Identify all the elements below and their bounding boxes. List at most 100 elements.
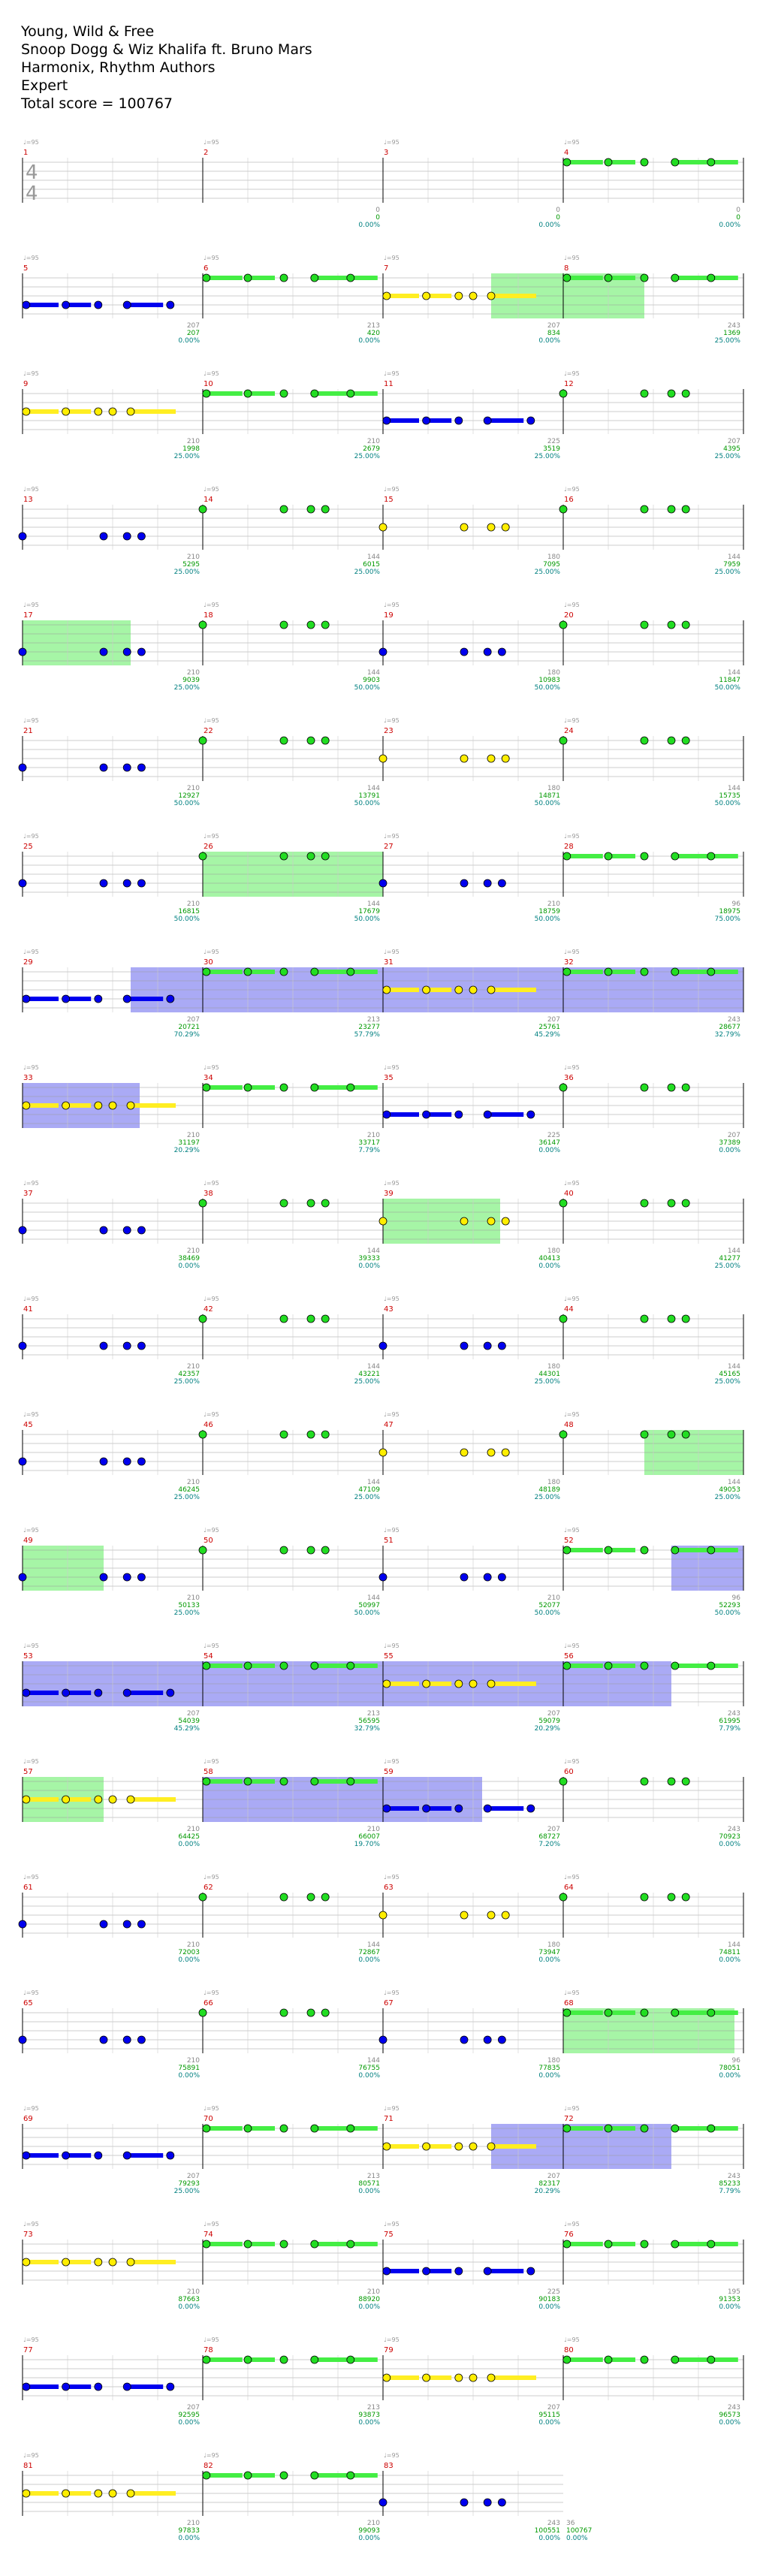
note-gem	[18, 1573, 27, 1582]
measure-bpm: 213	[367, 2173, 380, 2180]
measure-number: 78	[204, 2346, 213, 2354]
note-gem	[382, 1804, 391, 1813]
note-gem	[62, 300, 70, 309]
measure-bpm: 210	[187, 785, 200, 792]
note-gem	[126, 1795, 135, 1804]
note-gem	[279, 1314, 288, 1323]
measure-bpm: 180	[547, 1479, 560, 1486]
measure-number: 35	[384, 1074, 394, 1082]
note-gem	[126, 407, 135, 416]
measure-number: 7	[384, 264, 388, 273]
sustain-bar	[386, 988, 419, 992]
measure-score: 61995	[719, 1718, 740, 1725]
tempo-marker: ♩=95	[384, 139, 400, 146]
measure-number: 36	[564, 1074, 574, 1082]
sustain-bar	[674, 1664, 707, 1668]
note-gem	[640, 967, 649, 976]
note-gem	[22, 2489, 31, 2498]
measure-number: 41	[23, 1305, 33, 1314]
note-gem	[604, 2355, 613, 2364]
measure-score: 56595	[358, 1718, 380, 1725]
sustain-bar	[710, 1548, 738, 1552]
measure-score: 0	[375, 214, 380, 222]
note-gem	[422, 1804, 430, 1813]
note-gem	[640, 1083, 649, 1092]
sustain-bar	[350, 2242, 378, 2246]
note-gem	[501, 523, 510, 532]
note-gem	[346, 2124, 355, 2133]
note-gem	[62, 2151, 70, 2160]
note-gem	[604, 273, 613, 282]
note-gem	[22, 2382, 31, 2391]
tempo-marker: ♩=95	[23, 1411, 39, 1418]
note-gem	[671, 852, 680, 861]
note-gem	[279, 1777, 288, 1786]
note-gem	[640, 2355, 649, 2364]
measure-number: 1	[23, 149, 28, 157]
measure-score: 5295	[182, 561, 200, 569]
tempo-marker: ♩=95	[384, 255, 400, 261]
note-gem	[321, 852, 330, 861]
tempo-marker: ♩=95	[23, 1642, 39, 1649]
measure-number: 40	[564, 1190, 574, 1198]
tempo-marker: ♩=95	[23, 2221, 39, 2228]
measure-bpm: 210	[187, 438, 200, 445]
sustain-bar	[426, 1112, 452, 1117]
measure-number: 32	[564, 958, 574, 967]
note-gem	[346, 1661, 355, 1670]
measure-bpm: 210	[367, 1826, 380, 1833]
note-gem	[108, 407, 117, 416]
measure-percent: 0.00%	[178, 2303, 200, 2311]
sustain-bar	[710, 854, 738, 858]
note-gem	[681, 505, 690, 514]
note-gem	[469, 2373, 478, 2382]
note-gem	[469, 2142, 478, 2151]
measure-percent: 0.00%	[538, 2419, 560, 2427]
measure-score: 39333	[358, 1255, 380, 1262]
measure-percent: 0.00%	[358, 2535, 380, 2542]
note-gem	[382, 416, 391, 425]
tempo-marker: ♩=95	[204, 1874, 219, 1881]
note-gem	[559, 1430, 568, 1439]
note-gem	[422, 1110, 430, 1119]
tempo-marker: ♩=95	[564, 2221, 580, 2228]
note-gem	[498, 647, 506, 656]
measure-percent: 0.00%	[358, 2072, 380, 2080]
tempo-marker: ♩=95	[23, 486, 39, 493]
sustain-bar	[426, 294, 452, 298]
measure-bpm: 207	[187, 1710, 200, 1718]
sustain-bar	[131, 1103, 176, 1108]
measure-percent: 20.29%	[535, 2188, 561, 2195]
measure-percent: 0.00%	[358, 2303, 380, 2311]
measure-percent: 7.79%	[358, 1147, 380, 1154]
note-gem	[310, 2124, 319, 2133]
note-gem	[378, 2035, 388, 2044]
measure-bpm: 144	[728, 554, 740, 561]
note-gem	[306, 736, 315, 745]
sustain-bar	[206, 2357, 243, 2362]
sustain-bar	[131, 1797, 176, 1802]
note-gem	[346, 1083, 355, 1092]
measure-percent: 25.00%	[715, 569, 741, 576]
measure-number: 61	[23, 1884, 33, 1892]
note-gem	[667, 736, 676, 745]
measure-bpm: 144	[728, 1247, 740, 1255]
sustain-bar	[248, 970, 275, 974]
time-signature-bottom: 4	[26, 182, 38, 205]
note-gem	[469, 985, 478, 994]
sustain-bar	[674, 2242, 707, 2246]
measure-bpm: 210	[187, 669, 200, 677]
note-gem	[22, 300, 31, 309]
sustain-bar	[487, 1112, 524, 1117]
measure-number: 80	[564, 2346, 574, 2354]
sustain-bar	[674, 2010, 707, 2015]
note-gem	[198, 620, 207, 629]
measure-percent: 0.00%	[358, 1956, 380, 1964]
sustain-bar	[65, 1103, 92, 1108]
tempo-marker: ♩=95	[384, 1296, 400, 1302]
tempo-marker: ♩=95	[384, 1064, 400, 1071]
note-gem	[321, 1314, 330, 1323]
measure-score: 75891	[178, 2065, 200, 2072]
tempo-marker: ♩=95	[23, 1180, 39, 1187]
measure-number: 31	[384, 958, 394, 967]
